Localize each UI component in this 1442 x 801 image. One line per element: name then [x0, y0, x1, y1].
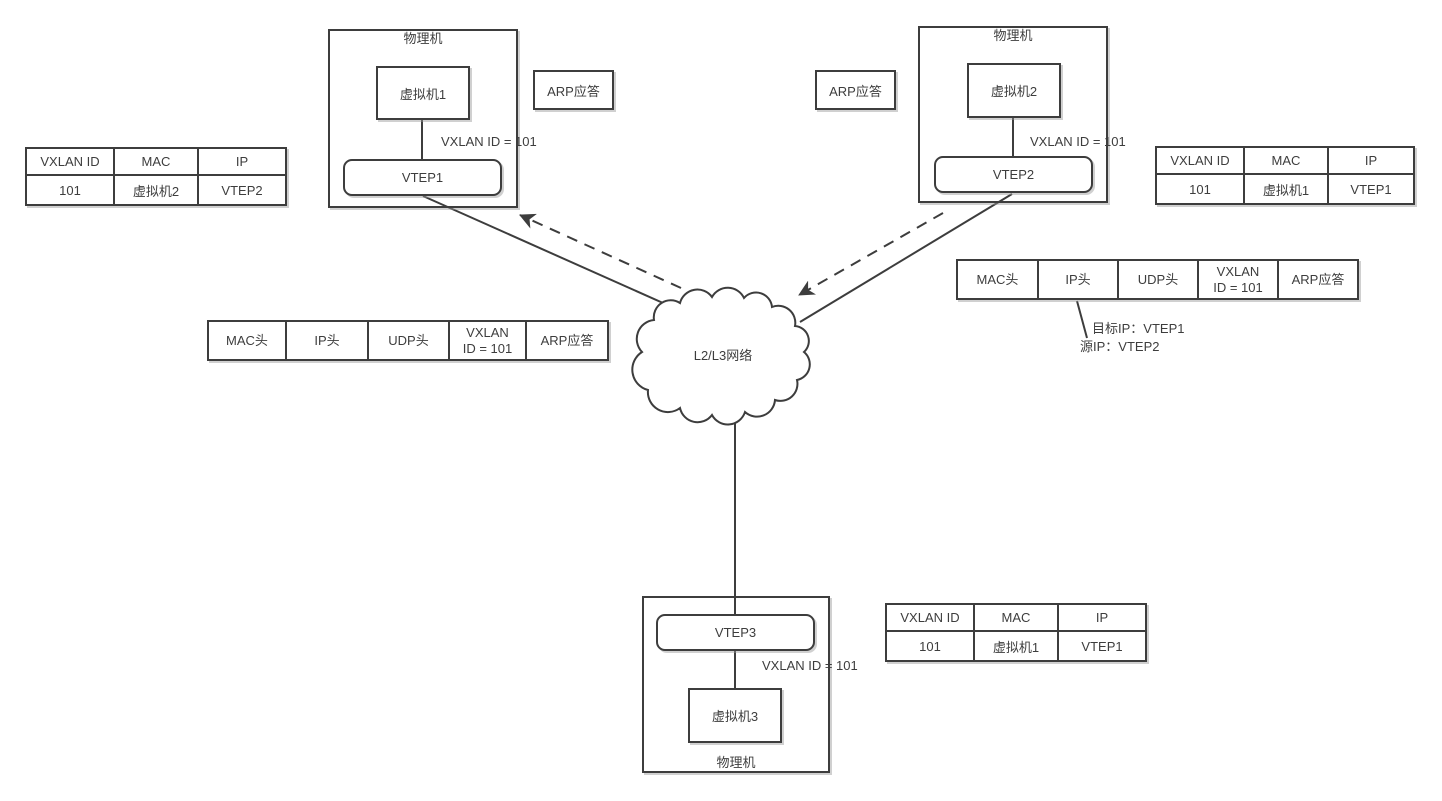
- arp-reply-left-label: ARP应答: [547, 83, 600, 99]
- link-vtep2-cloud: [799, 193, 1013, 323]
- mapping-bottom-header-cell: IP: [1057, 603, 1147, 632]
- annotation-leader-line: [1076, 300, 1088, 339]
- mapping-bottom-header-cell: VXLAN ID: [885, 603, 975, 632]
- vtep1-label: VTEP1: [401, 170, 444, 185]
- mapping-right-value-cell: VTEP1: [1327, 173, 1415, 205]
- mapping-table-bottom: VXLAN ID MAC IP 101 虚拟机1 VTEP1: [885, 603, 1147, 662]
- mapping-right-value-cell: 虚拟机1: [1243, 173, 1329, 205]
- arp-reply-box-left: ARP应答: [533, 70, 614, 110]
- mapping-right-header-cell: IP: [1327, 146, 1415, 175]
- arrow-cloud-to-vtep1: [519, 213, 682, 289]
- annotation-target-ip: 目标IP：VTEP1: [1092, 321, 1185, 336]
- vtep3-label: VTEP3: [714, 625, 757, 640]
- packet-left-cell: UDP头: [367, 320, 450, 361]
- mapping-right-header-cell: MAC: [1243, 146, 1329, 175]
- vxlan-id-label-right: VXLAN ID = 101: [1030, 134, 1126, 149]
- packet-table-right: MAC头 IP头 UDP头 VXLAN ID = 101 ARP应答: [956, 259, 1359, 300]
- vm1-label: 虚拟机1: [399, 86, 447, 102]
- packet-right-cell: IP头: [1037, 259, 1119, 300]
- packet-left-cell: ARP应答: [525, 320, 609, 361]
- vm2-label: 虚拟机2: [990, 84, 1038, 99]
- mapping-bottom-value-cell: VTEP1: [1057, 630, 1147, 662]
- machine-title-bottom: 物理机: [716, 755, 756, 770]
- packet-right-cell: UDP头: [1117, 259, 1199, 300]
- mapping-left-header-cell: IP: [197, 147, 287, 176]
- machine-box-right: [918, 26, 1108, 203]
- mapping-left-value-cell: VTEP2: [197, 174, 287, 206]
- packet-right-cell: ARP应答: [1277, 259, 1359, 300]
- vxlan-id-label-left: VXLAN ID = 101: [441, 134, 537, 149]
- machine-title-right: 物理机: [993, 28, 1033, 43]
- mapping-left-value-cell: 虚拟机2: [113, 174, 199, 206]
- mapping-left-header-cell: VXLAN ID: [25, 147, 115, 176]
- vm3-box: 虚拟机3: [688, 688, 782, 743]
- annotation-source-ip: 源IP：VTEP2: [1080, 339, 1160, 354]
- mapping-bottom-value-cell: 虚拟机1: [973, 630, 1059, 662]
- arrow-vtep2-to-cloud: [798, 212, 944, 296]
- vtep2-box: VTEP2: [934, 156, 1093, 193]
- vtep1-box: VTEP1: [343, 159, 502, 196]
- packet-left-cell: IP头: [285, 320, 369, 361]
- vm2-box: 虚拟机2: [967, 63, 1061, 118]
- mapping-bottom-header-cell: MAC: [973, 603, 1059, 632]
- packet-left-cell: MAC头: [207, 320, 287, 361]
- arp-reply-right-label: ARP应答: [829, 83, 882, 99]
- mapping-left-value-cell: 101: [25, 174, 115, 206]
- mapping-left-header-cell: MAC: [113, 147, 199, 176]
- cloud-shape: [631, 286, 811, 426]
- machine-title-left: 物理机: [403, 31, 443, 46]
- packet-right-cell: VXLAN ID = 101: [1197, 259, 1279, 300]
- mapping-table-right: VXLAN ID MAC IP 101 虚拟机1 VTEP1: [1155, 146, 1415, 205]
- vtep2-label: VTEP2: [992, 167, 1035, 182]
- mapping-right-header-cell: VXLAN ID: [1155, 146, 1245, 175]
- packet-left-cell: VXLAN ID = 101: [448, 320, 527, 361]
- vm1-box: 虚拟机1: [376, 66, 470, 120]
- mapping-table-left: VXLAN ID MAC IP 101 虚拟机2 VTEP2: [25, 147, 287, 206]
- packet-right-cell: MAC头: [956, 259, 1039, 300]
- link-vtep1-cloud: [422, 195, 673, 308]
- machine-box-left: [328, 29, 518, 208]
- arp-reply-box-right: ARP应答: [815, 70, 896, 110]
- vxlan-id-label-bottom: VXLAN ID = 101: [762, 658, 858, 673]
- vtep3-box: VTEP3: [656, 614, 815, 651]
- packet-table-left: MAC头 IP头 UDP头 VXLAN ID = 101 ARP应答: [207, 320, 609, 361]
- mapping-bottom-value-cell: 101: [885, 630, 975, 662]
- vm3-label: 虚拟机3: [711, 709, 759, 724]
- mapping-right-value-cell: 101: [1155, 173, 1245, 205]
- machine-box-bottom: [642, 596, 830, 773]
- cloud-label: L2/L3网络: [693, 348, 753, 363]
